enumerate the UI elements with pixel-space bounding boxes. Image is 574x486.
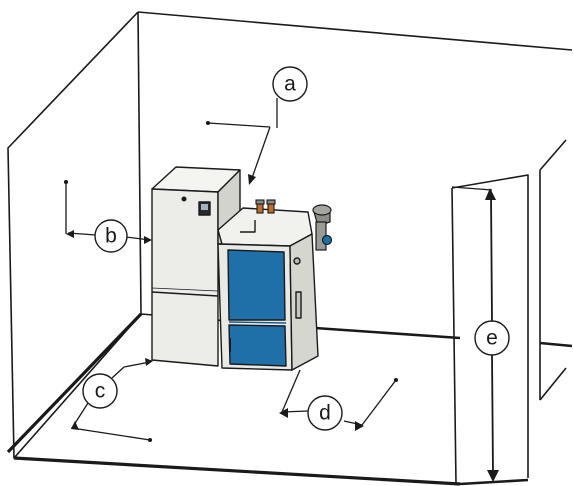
side-port bbox=[293, 257, 301, 265]
room bbox=[6, 11, 573, 486]
dimension-a bbox=[207, 98, 278, 179]
flue-outlet-icon bbox=[312, 204, 333, 251]
auger-link bbox=[240, 220, 256, 233]
hopper-divider bbox=[151, 291, 219, 297]
dimension-e bbox=[490, 193, 494, 475]
hopper-divider-2 bbox=[151, 287, 219, 292]
flue-valve bbox=[321, 234, 333, 246]
blue-door-lower bbox=[228, 324, 287, 367]
dot-b bbox=[63, 179, 69, 185]
right-far-wall bbox=[539, 139, 567, 401]
arrow-e-bottom bbox=[487, 470, 499, 482]
dimension-d bbox=[281, 369, 397, 426]
callout-e-label: e bbox=[486, 327, 498, 350]
callout-b: b bbox=[94, 219, 128, 253]
hopper-front bbox=[151, 188, 219, 367]
arrow-a-head bbox=[248, 174, 256, 185]
door-gap bbox=[228, 321, 287, 324]
floor-edge bbox=[6, 312, 461, 486]
callout-a-label: a bbox=[284, 73, 296, 96]
callout-c-label: c bbox=[95, 380, 106, 403]
connector-right-cap bbox=[266, 199, 276, 205]
right-wall-panel bbox=[451, 174, 529, 485]
dimension-lines bbox=[63, 98, 499, 482]
callout-d-label: d bbox=[319, 402, 331, 425]
callout-b-label: b bbox=[105, 225, 117, 248]
arrow-d-right bbox=[355, 421, 364, 431]
pellet-hopper bbox=[151, 166, 241, 367]
callouts: a b c d e bbox=[82, 66, 510, 431]
callout-e: e bbox=[474, 320, 510, 356]
back-floor-line bbox=[314, 326, 573, 348]
display-screen bbox=[201, 204, 208, 210]
arrow-c-top bbox=[145, 358, 153, 366]
connector-left-cap bbox=[255, 199, 265, 205]
arrow-d-left bbox=[279, 408, 288, 418]
arrow-e-top bbox=[485, 188, 496, 200]
pipe-connector-icon bbox=[255, 199, 276, 214]
hopper-lock bbox=[181, 196, 187, 202]
dot-d bbox=[393, 377, 399, 383]
callout-a: a bbox=[272, 66, 308, 102]
e-tick-top bbox=[451, 186, 493, 191]
callout-c: c bbox=[82, 373, 118, 409]
dot-a bbox=[205, 120, 211, 126]
side-plate bbox=[295, 291, 302, 319]
floor-right-edge bbox=[459, 478, 529, 486]
arrow-b-right bbox=[144, 236, 152, 244]
callout-d: d bbox=[307, 395, 343, 431]
blue-door-upper bbox=[227, 249, 286, 321]
left-wall bbox=[7, 11, 142, 459]
arrow-b-left bbox=[66, 230, 74, 238]
dot-c bbox=[147, 437, 153, 443]
boiler-side bbox=[289, 233, 319, 371]
flue-cap bbox=[312, 204, 332, 216]
arrow-c-bottom bbox=[71, 421, 79, 430]
boiler-unit bbox=[217, 207, 319, 371]
